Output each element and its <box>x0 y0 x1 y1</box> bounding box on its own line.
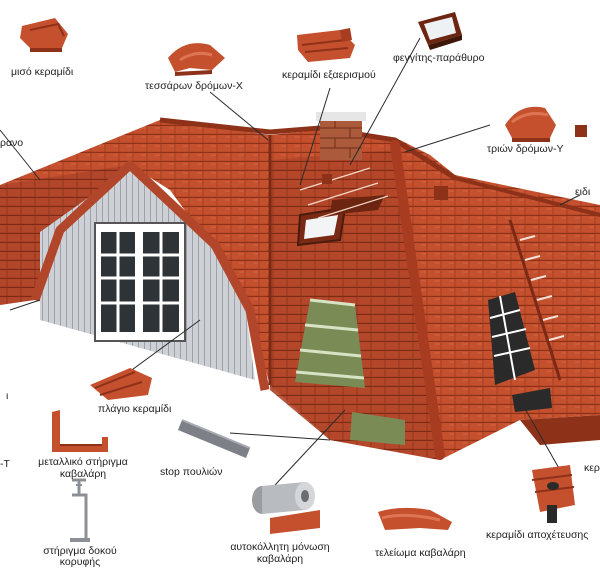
hip-ridge <box>390 140 445 460</box>
insulation-panel <box>295 298 405 445</box>
label-left-partial-2: ι <box>6 390 9 402</box>
leader-four-way <box>209 91 269 141</box>
leader-drain <box>519 399 561 471</box>
label-metal-support-1: μεταλλικό στήριγμα <box>38 456 128 468</box>
label-metal-support-2: καβαλάρη <box>59 468 107 480</box>
verge-tile-icon <box>90 368 152 400</box>
label-drain-tile: κεραμίδι αποχέτευσης <box>486 529 589 541</box>
label-three-way: τριών δρόμων-Υ <box>487 143 564 155</box>
main-slope <box>0 120 270 385</box>
label-verge-tile: πλάγιο κεραμίδι <box>98 403 172 415</box>
ridge-beam-support-icon <box>70 478 90 542</box>
left-slope <box>0 160 130 305</box>
leader-adhesive <box>274 409 346 486</box>
drain-tile-icon <box>531 465 575 523</box>
label-vent-tile: κεραμίδι εξαερισμού <box>282 69 376 81</box>
vent-tile-icon <box>297 28 355 62</box>
label-bird-stop: stop πουλιών <box>160 466 223 478</box>
label-ridge-beam-2: κορυφής <box>59 556 101 568</box>
chimney <box>316 112 366 160</box>
roof-walkway <box>299 167 565 381</box>
roof-body <box>0 117 600 460</box>
skylight-icon <box>418 12 462 50</box>
leader-bird-stop <box>229 432 331 441</box>
leader-left-2 <box>9 299 41 311</box>
label-half-tile: μισό κεραμίδι <box>11 66 74 78</box>
dormer-rim <box>30 160 270 391</box>
roof-vents <box>322 125 587 200</box>
label-right-partial-k: κερ <box>584 462 600 474</box>
rear-window <box>488 292 552 412</box>
leader-three-way <box>404 124 491 153</box>
label-adhesive-2: καβαλάρη <box>256 553 304 565</box>
four-way-tile-icon <box>168 43 225 76</box>
leader-half-tile <box>0 129 41 181</box>
label-ridge-end: τελείωμα καβαλάρη <box>375 547 466 559</box>
half-tile-icon <box>20 18 68 52</box>
right-hip <box>454 176 600 217</box>
leader-skylight <box>349 37 421 166</box>
label-ridge-beam-1: στήριγμα δοκού <box>43 545 117 557</box>
leader-lines <box>0 37 581 486</box>
leader-verge <box>124 319 201 376</box>
label-adhesive-1: αυτοκόλλητη μόνωση <box>230 541 330 553</box>
bird-stop-icon <box>178 419 251 458</box>
ridge-end-icon <box>378 507 452 530</box>
label-t-partial: -Τ <box>0 458 10 470</box>
metal-support-icon <box>52 410 108 452</box>
label-four-way: τεσσάρων δρόμων-Χ <box>145 80 243 92</box>
label-left-partial-1: ρανο <box>0 137 24 149</box>
three-way-tile-icon <box>505 106 556 142</box>
dormer-window <box>94 222 186 342</box>
leader-special <box>559 194 581 206</box>
leader-vent-tile <box>299 87 331 186</box>
adhesive-roll-icon <box>252 482 320 534</box>
label-skylight: φεγγίτης-παράθυρο <box>393 52 485 64</box>
right-eave <box>520 415 600 445</box>
label-special-partial: ειδι <box>575 186 591 198</box>
